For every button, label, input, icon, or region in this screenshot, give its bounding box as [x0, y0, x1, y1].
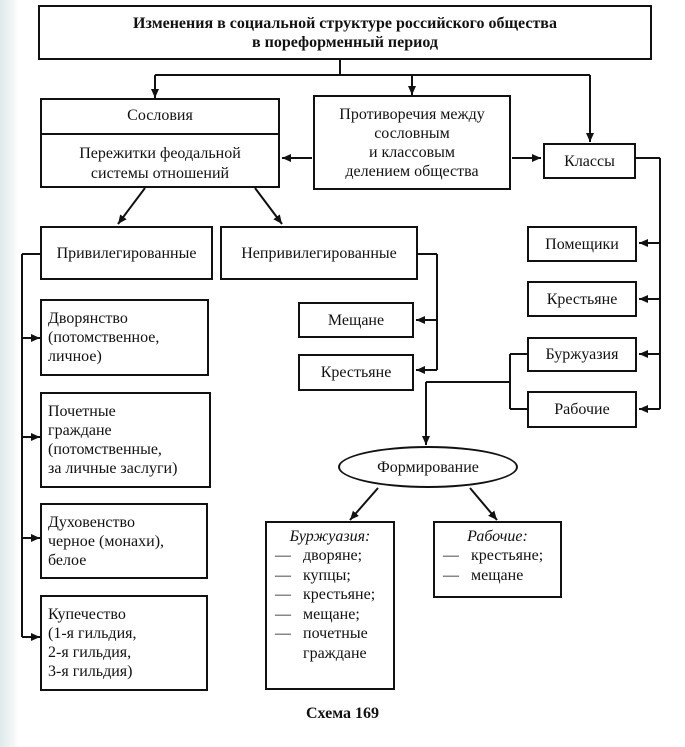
title-box: Изменения в социальной структуре российс…: [38, 5, 652, 60]
estates-subtitle-line-2: системы отношений: [90, 165, 230, 182]
group-clergy-line-3: белое: [48, 551, 87, 569]
group-clergy-line-1: Духовенство: [48, 513, 135, 531]
group-merchants-line-1: Купечество: [48, 606, 126, 623]
arrow-to-bourgeoisie-list: [349, 487, 379, 521]
arrow-to-unprivileged: [254, 187, 283, 225]
list-item: —купцы;: [275, 566, 351, 584]
unprivileged-box: Непривилегированные: [220, 226, 418, 280]
figure-caption: Схема 169: [305, 705, 380, 722]
bourgeoisie-list-title: Буржуазия:: [289, 528, 371, 545]
privileged-box: Привилегированные: [40, 226, 213, 280]
list-item: —дворяне;: [275, 547, 363, 564]
contradictions-line-4: делением общества: [345, 162, 479, 180]
class-item-workers: Рабочие: [527, 391, 637, 428]
list-item: —мещане: [443, 566, 524, 584]
estates-subtitle-line-1: Пережитки феодальной: [79, 145, 241, 162]
estates-box: Сословия Пережитки феодальной системы от…: [40, 98, 280, 188]
list-item: —крестьяне;: [443, 547, 544, 564]
class-item-label: Крестьяне: [546, 290, 618, 308]
formation-ellipse: Формирование: [338, 446, 518, 488]
list-item: —крестьяне;: [275, 586, 376, 603]
unprivileged-item-townsfolk: Мещане: [298, 302, 414, 338]
list-item: —мещане;: [275, 605, 360, 623]
class-item-label: Буржуазия: [545, 346, 619, 363]
group-nobility: Дворянство (потомственное, личное): [40, 299, 209, 376]
privileged-label: Привилегированные: [56, 244, 197, 262]
group-merchants: Купечество (1-я гильдия, 2-я гильдия, 3-…: [40, 595, 208, 691]
contradictions-box: Противоречия между сословным и классовым…: [313, 95, 511, 190]
unprivileged-item-label: Мещане: [327, 311, 385, 329]
group-nobility-line-2: (потомственное,: [48, 329, 160, 346]
group-citizens-line-3: (потомственные,: [48, 441, 162, 458]
title-line-2: в пореформенный период: [252, 33, 438, 51]
list-item: —почетные граждане: [275, 625, 368, 662]
contradictions-line-1: Противоречия между: [339, 105, 485, 123]
group-citizens-line-4: за личные заслуги): [48, 460, 178, 477]
class-item-bourgeoisie: Буржуазия: [527, 337, 637, 372]
group-nobility-line-3: личное): [48, 348, 102, 365]
group-merchants-line-3: 2-я гильдия,: [48, 644, 132, 661]
class-item-landlords: Помещики: [527, 226, 637, 262]
group-clergy: Духовенство черное (монахи), белое: [40, 503, 208, 579]
unprivileged-item-label: Крестьяне: [320, 364, 392, 381]
bourgeoisie-formation-list: Буржуазия: —дворяне; —купцы; —крестьяне;…: [265, 521, 395, 690]
group-citizens-line-2: граждане: [48, 422, 112, 439]
group-nobility-line-1: Дворянство: [48, 310, 128, 327]
classes-box: Классы: [543, 143, 636, 179]
unprivileged-label: Непривилегированные: [241, 244, 397, 262]
workers-list-title: Рабочие:: [467, 528, 528, 545]
group-honorary-citizens: Почетные граждане (потомственные, за лич…: [40, 392, 211, 488]
contradictions-line-2: сословным: [374, 124, 450, 142]
title-line-1: Изменения в социальной структуре российс…: [133, 14, 557, 32]
workers-formation-list: Рабочие: —крестьяне; —мещане: [433, 521, 562, 598]
contradictions-line-3: и классовым: [368, 143, 456, 161]
group-merchants-line-4: 3-я гильдия): [48, 663, 133, 680]
unprivileged-item-peasants: Крестьяне: [298, 354, 414, 391]
scan-edge: [0, 0, 18, 747]
estates-divider: [42, 133, 278, 135]
estates-label: Сословия: [127, 107, 193, 124]
group-merchants-line-2: (1-я гильдия,: [48, 625, 137, 642]
arrow-to-workers-list: [469, 487, 498, 521]
class-item-peasants: Крестьяне: [527, 281, 637, 317]
group-citizens-line-1: Почетные: [48, 403, 116, 420]
formation-label: Формирование: [377, 458, 479, 476]
class-item-label: Помещики: [545, 235, 619, 253]
arrow-to-privileged: [117, 187, 146, 225]
classes-label: Классы: [564, 152, 615, 170]
class-item-label: Рабочие: [554, 401, 610, 418]
group-clergy-line-2: черное (монахи),: [48, 532, 165, 550]
